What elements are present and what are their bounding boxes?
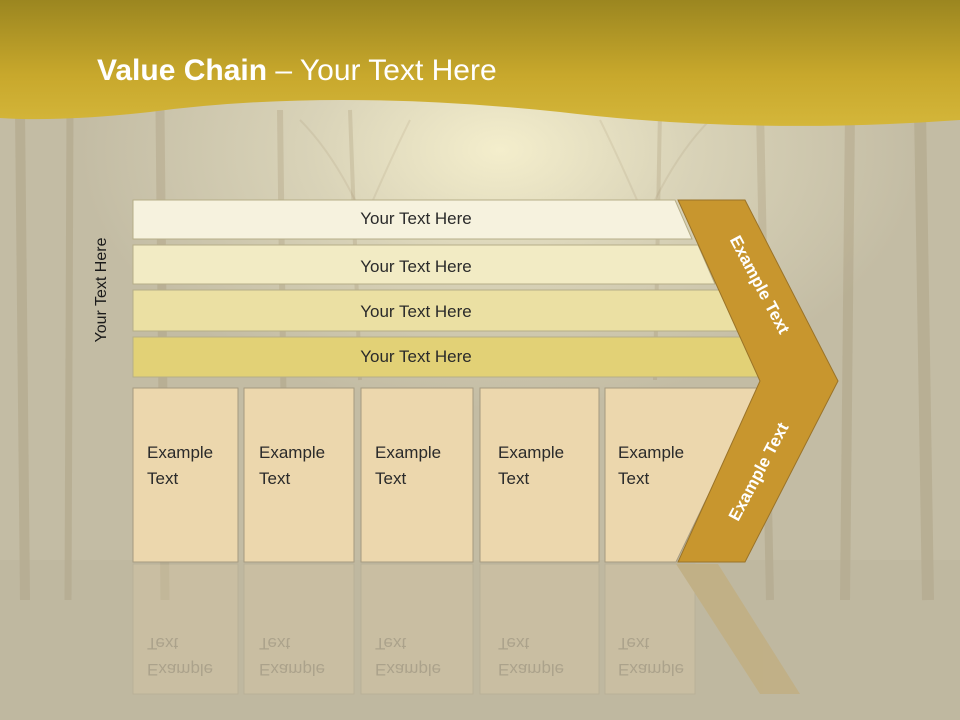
side-label: Your Text Here [93,237,110,343]
activity-box-5[interactable] [604,387,761,563]
row-bar-1[interactable] [132,199,693,240]
slide-title: Value Chain – Your Text Here [97,54,497,88]
title-bold: Value Chain [97,54,268,87]
activity-box-4[interactable] [479,387,600,563]
row-bar-2[interactable] [132,244,716,285]
activity-box-1[interactable] [132,387,239,563]
row-label-1: Your Text Here [360,209,472,228]
boxes-reflection [132,563,800,695]
activity-box-3[interactable] [360,387,474,563]
activity-box-2[interactable] [243,387,355,563]
header-band [0,0,960,126]
row-label-3: Your Text Here [360,302,472,321]
margin-chevron[interactable] [677,199,839,563]
title-rest: – Your Text Here [267,54,497,87]
row-label-4: Your Text Here [360,347,472,366]
row-label-2: Your Text Here [360,257,472,276]
